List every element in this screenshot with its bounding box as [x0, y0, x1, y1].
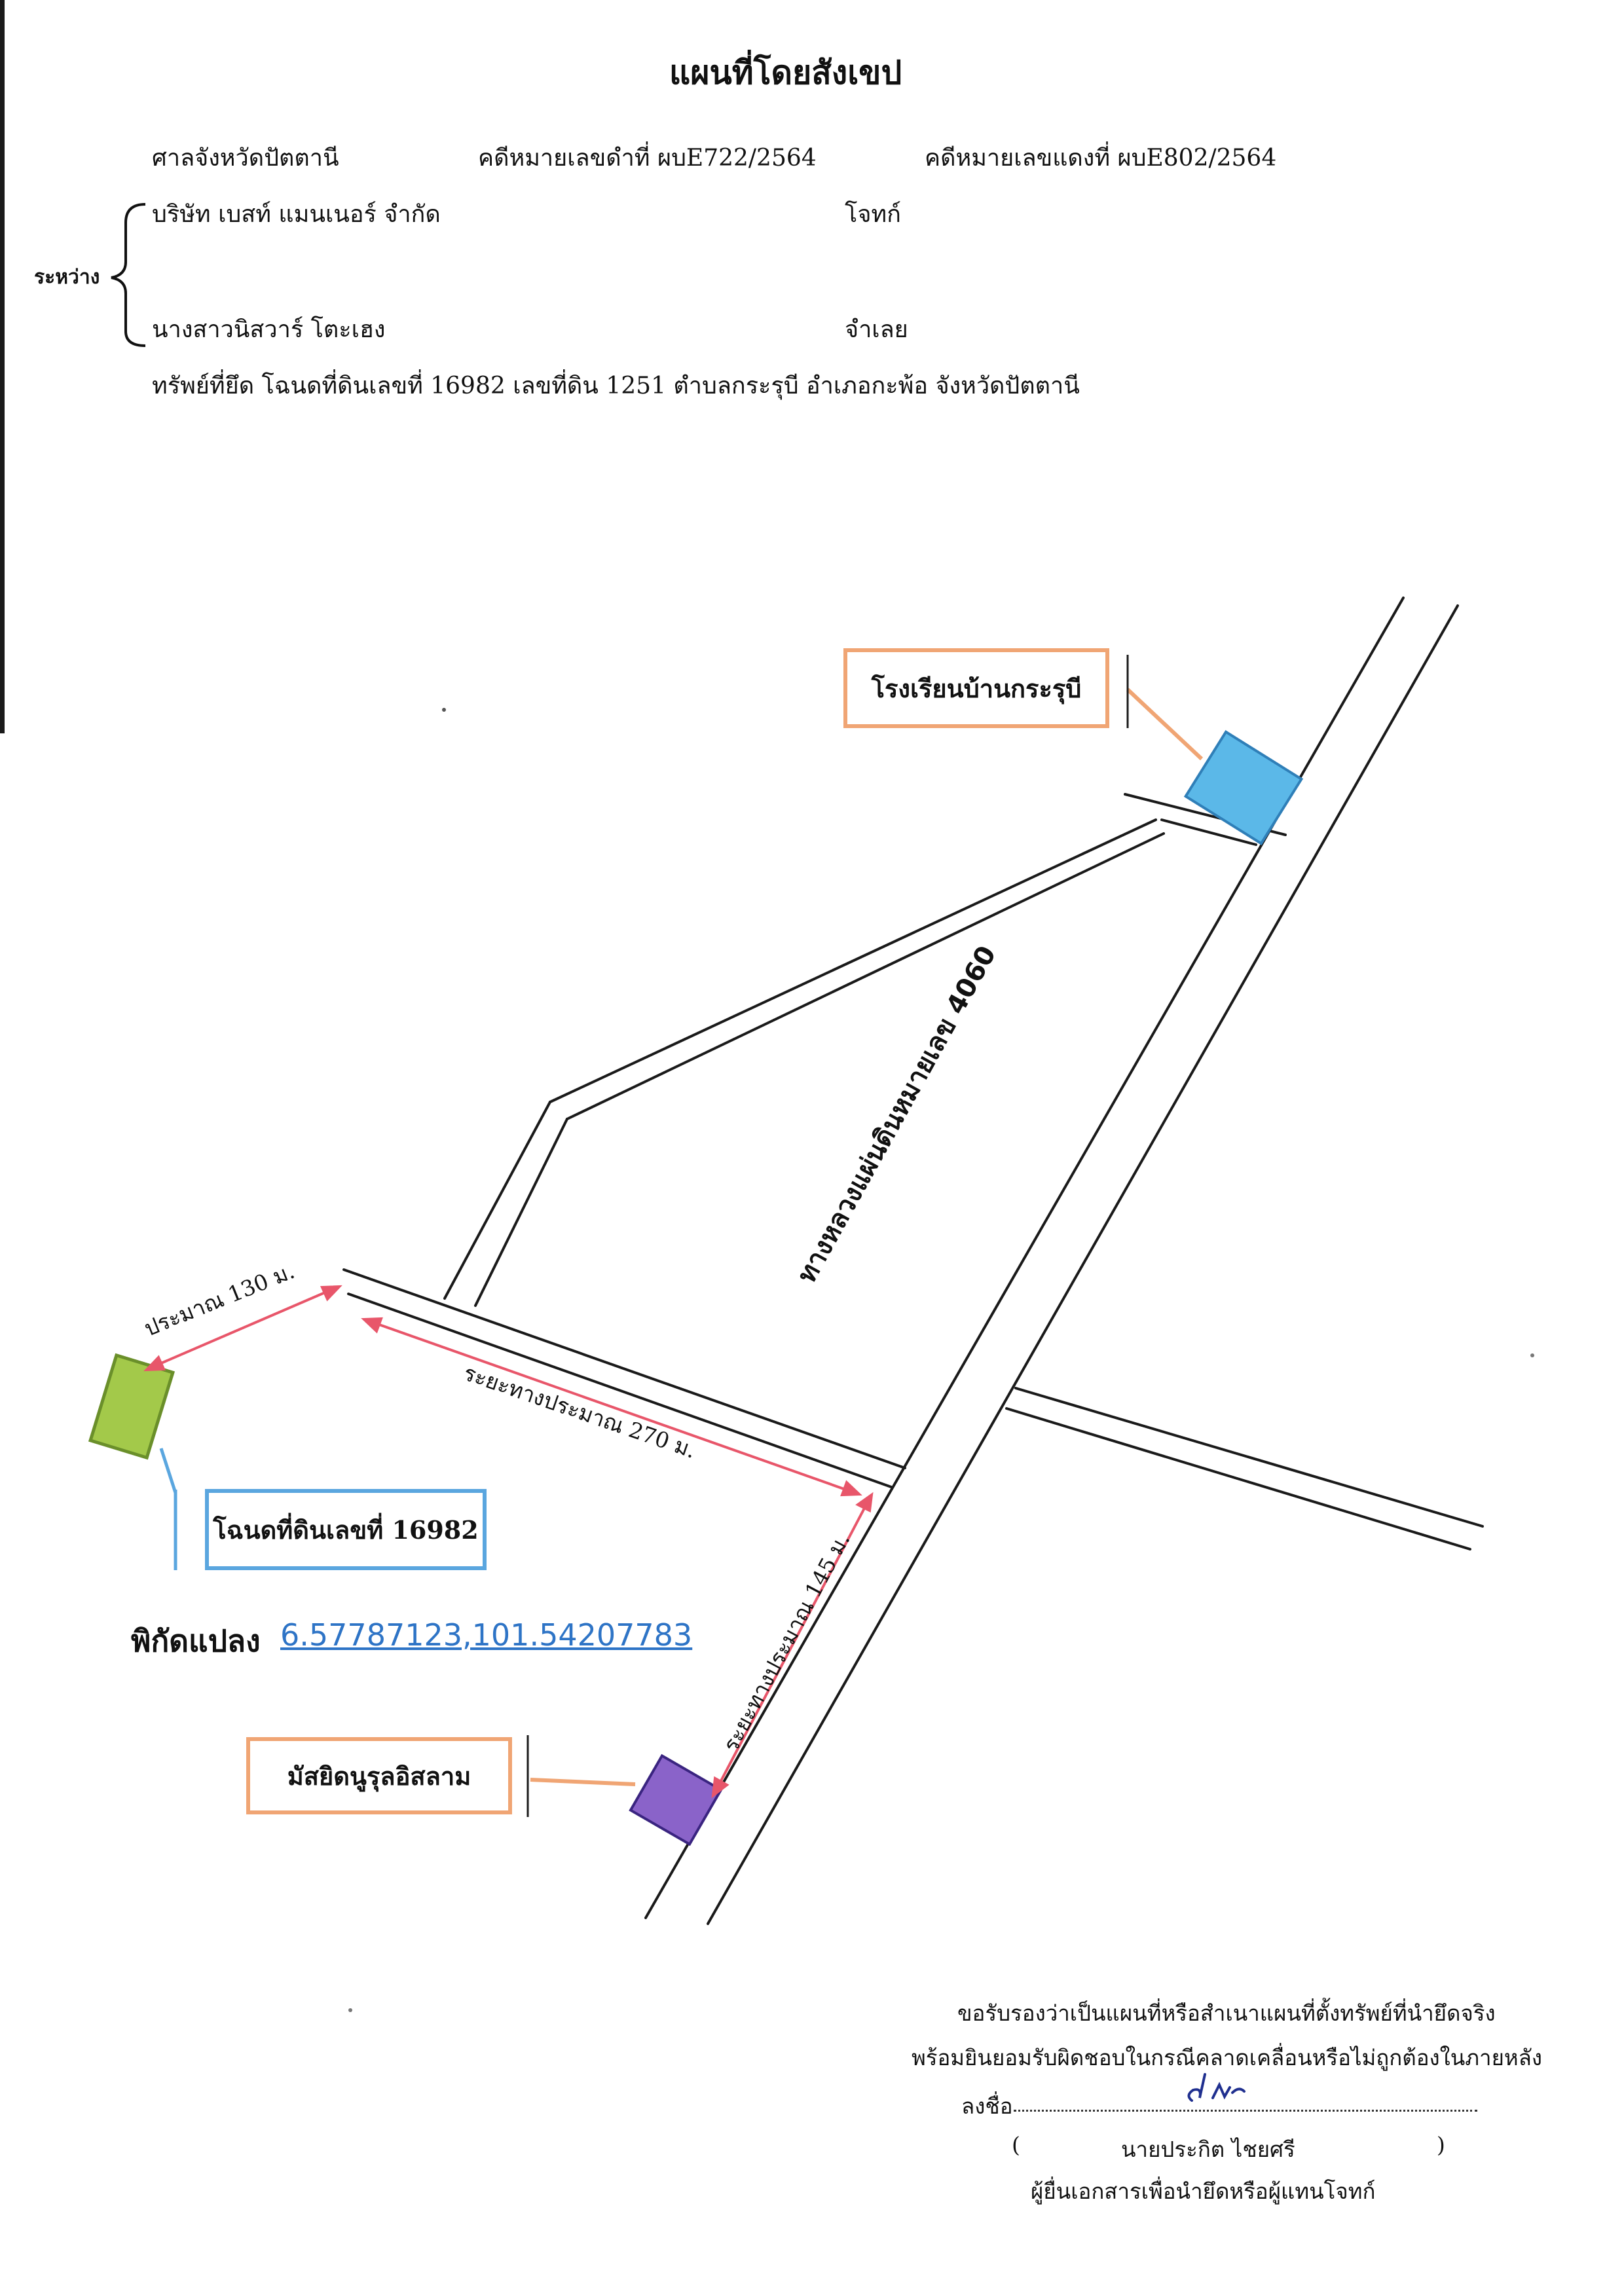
diagonal-road-lower-b [474, 1118, 568, 1307]
plaintiff-role: โจทก์ [845, 201, 901, 228]
page-title: แผนที่โดยสังเขป [669, 53, 902, 92]
mosque-callout-box: มัสยิดนูรุลอิสลาม [246, 1737, 512, 1814]
school-label: โรงเรียนบ้านกระรุบี [871, 674, 1082, 703]
deed-plot-marker [88, 1353, 175, 1460]
diagonal-road-upper-a [549, 818, 1157, 1103]
certification-line-1: ขอรับรองว่าเป็นแผนที่หรือสำเนาแผนที่ตั้ง… [957, 2000, 1496, 2026]
scan-speck [442, 708, 446, 712]
coordinates-label: พิกัดแปลง [131, 1623, 261, 1659]
left-road-bottom [347, 1293, 893, 1488]
scan-edge [0, 0, 5, 733]
left-road-top [342, 1268, 906, 1469]
defendant-role: จำเลย [845, 316, 908, 343]
scan-speck [348, 2008, 352, 2012]
close-paren: ) [1437, 2132, 1445, 2157]
signature-dotted-line [1014, 2110, 1477, 2112]
signature-label: ลงชื่อ [961, 2093, 1013, 2119]
deed-callout-box: โฉนดที่ดินเลขที่ 16982 [205, 1489, 487, 1570]
highway-edge-right [707, 604, 1459, 1925]
certification-line-2: พร้อมยินยอมรับผิดชอบในกรณีคลาดเคลื่อนหรื… [912, 2045, 1543, 2070]
coordinates-link[interactable]: 6.57787123,101.54207783 [280, 1617, 693, 1653]
arrow-270m [369, 1320, 854, 1494]
school-road-bottom [1160, 818, 1257, 846]
plaintiff-name: บริษัท เบสท์ แมนเนอร์ จำกัด [152, 201, 441, 228]
between-label: ระหว่าง [34, 266, 100, 289]
black-case-number: คดีหมายเลขดำที่ ผบE722/2564 [478, 145, 817, 172]
arrow-145m-head-end [711, 1776, 729, 1799]
deed-label: โฉนดที่ดินเลขที่ 16982 [213, 1515, 479, 1545]
arrow-145m-head-start [855, 1492, 874, 1513]
mosque-marker [629, 1753, 723, 1846]
school-callout-line [1126, 688, 1204, 761]
right-road-bottom [1005, 1407, 1471, 1551]
right-road-top [1014, 1387, 1484, 1528]
handwritten-signature [1187, 2073, 1246, 2102]
arrow-270m-head-end [840, 1480, 862, 1497]
diagonal-road-upper-b [443, 1101, 551, 1300]
diagonal-road-lower-a [566, 832, 1165, 1120]
arrow-130m-head-start [143, 1355, 166, 1372]
mosque-label: มัสยิดนูรุลอิสลาม [287, 1761, 471, 1791]
open-paren: ( [1012, 2132, 1020, 2157]
school-callout-box: โรงเรียนบ้านกระรุบี [843, 648, 1109, 728]
arrow-130m-head-end [320, 1285, 342, 1302]
court-name: ศาลจังหวัดปัตตานี [152, 145, 339, 172]
defendant-name: นางสาวนิสวาร์ โตะเฮง [152, 316, 386, 343]
arrow-270m-head-start [361, 1317, 383, 1334]
arrow-145m [715, 1500, 870, 1790]
between-brace [111, 203, 146, 347]
mosque-callout-line [530, 1778, 636, 1786]
school-marker [1183, 730, 1304, 845]
deed-callout-line [159, 1448, 177, 1494]
seized-property: ทรัพย์ที่ยึด โฉนดที่ดินเลขที่ 16982 เลขท… [152, 373, 1080, 399]
arrow-130m [151, 1287, 335, 1368]
scan-speck [1530, 1353, 1534, 1357]
signer-role: ผู้ยื่นเอกสารเพื่อนำยึดหรือผู้แทนโจทก์ [1031, 2178, 1376, 2204]
red-case-number: คดีหมายเลขแดงที่ ผบE802/2564 [925, 145, 1277, 172]
signer-name: นายประกิต ไชยศรี [1121, 2137, 1295, 2162]
